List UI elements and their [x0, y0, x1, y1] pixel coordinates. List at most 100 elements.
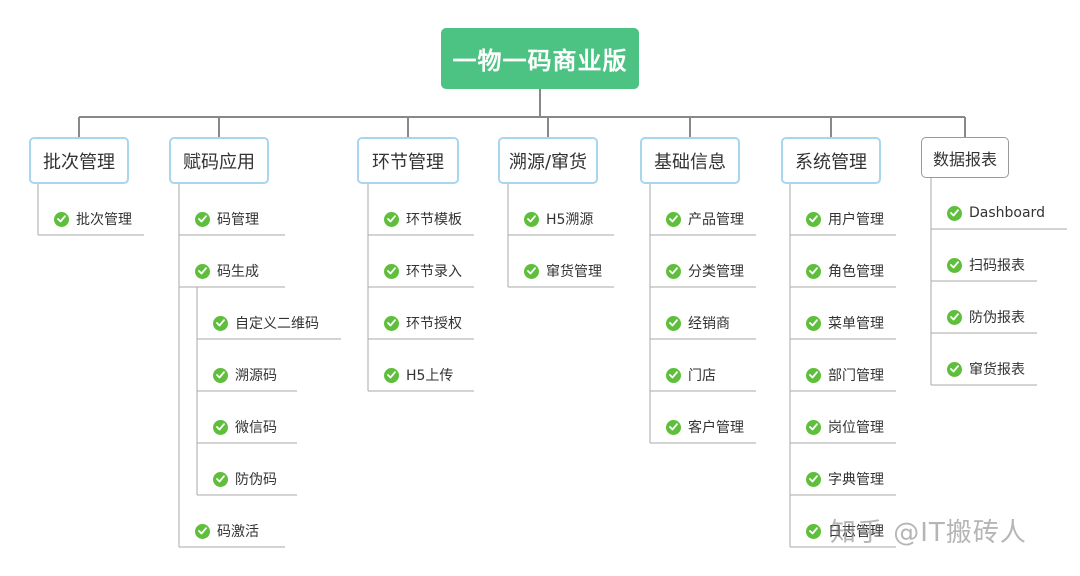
leaf-node: 溯源码	[213, 365, 277, 385]
leaf-label: 扫码报表	[969, 258, 1025, 274]
leaf-node: 窜货管理	[524, 261, 602, 281]
check-icon	[806, 211, 821, 227]
leaf-node: 码管理	[195, 209, 259, 229]
leaf-node: 岗位管理	[806, 417, 884, 437]
leaf-node: 码激活	[195, 521, 259, 541]
leaf-label: 码生成	[217, 264, 259, 280]
category-node: 基础信息	[640, 137, 740, 184]
leaf-label: 微信码	[235, 420, 277, 436]
check-icon	[384, 315, 399, 331]
check-icon	[947, 257, 962, 273]
leaf-label: 角色管理	[828, 264, 884, 280]
leaf-label: 岗位管理	[828, 420, 884, 436]
check-icon	[947, 205, 962, 221]
check-icon	[806, 471, 821, 487]
leaf-label: 客户管理	[688, 420, 744, 436]
leaf-label: 环节授权	[406, 316, 462, 332]
check-icon	[947, 309, 962, 325]
check-icon	[666, 211, 681, 227]
check-icon	[195, 523, 210, 539]
watermark: 知乎 @IT搬砖人	[830, 518, 1027, 548]
leaf-label: 码管理	[217, 212, 259, 228]
root-node: 一物一码商业版	[441, 28, 639, 89]
leaf-label: 菜单管理	[828, 316, 884, 332]
check-icon	[524, 263, 539, 279]
leaf-label: 防伪报表	[969, 310, 1025, 326]
category-node: 系统管理	[781, 137, 881, 184]
leaf-node: 字典管理	[806, 469, 884, 489]
leaf-node: 防伪报表	[947, 307, 1025, 327]
check-icon	[195, 263, 210, 279]
check-icon	[213, 419, 228, 435]
leaf-node: 窜货报表	[947, 359, 1025, 379]
category-node: 数据报表	[921, 137, 1009, 178]
leaf-label: 窜货报表	[969, 362, 1025, 378]
leaf-node: Dashboard	[947, 203, 1045, 223]
leaf-label: 批次管理	[76, 212, 132, 228]
check-icon	[54, 211, 69, 227]
leaf-node: 码生成	[195, 261, 259, 281]
leaf-label: 经销商	[688, 316, 730, 332]
leaf-node: H5溯源	[524, 209, 593, 229]
leaf-node: 分类管理	[666, 261, 744, 281]
check-icon	[806, 419, 821, 435]
leaf-label: Dashboard	[969, 205, 1045, 221]
leaf-label: 部门管理	[828, 368, 884, 384]
leaf-node: 产品管理	[666, 209, 744, 229]
leaf-label: 溯源码	[235, 368, 277, 384]
category-node: 溯源/窜货	[498, 137, 598, 184]
leaf-label: 用户管理	[828, 212, 884, 228]
check-icon	[213, 471, 228, 487]
leaf-node: 日志管理	[806, 521, 884, 541]
leaf-node: 自定义二维码	[213, 313, 319, 333]
check-icon	[213, 367, 228, 383]
check-icon	[666, 315, 681, 331]
leaf-node: 环节授权	[384, 313, 462, 333]
leaf-label: 日志管理	[828, 524, 884, 540]
leaf-label: 分类管理	[688, 264, 744, 280]
leaf-node: 经销商	[666, 313, 730, 333]
leaf-label: H5溯源	[546, 212, 594, 228]
leaf-node: 门店	[666, 365, 716, 385]
leaf-label: 环节录入	[406, 264, 462, 280]
check-icon	[524, 211, 539, 227]
category-node: 环节管理	[357, 137, 459, 184]
leaf-node: 用户管理	[806, 209, 884, 229]
leaf-node: 环节录入	[384, 261, 462, 281]
check-icon	[384, 367, 399, 383]
leaf-node: 菜单管理	[806, 313, 884, 333]
leaf-node: 微信码	[213, 417, 277, 437]
check-icon	[666, 263, 681, 279]
leaf-node: 防伪码	[213, 469, 277, 489]
leaf-node: 客户管理	[666, 417, 744, 437]
check-icon	[384, 263, 399, 279]
leaf-label: 防伪码	[235, 472, 277, 488]
leaf-label: 自定义二维码	[235, 316, 319, 332]
leaf-node: 扫码报表	[947, 255, 1025, 275]
check-icon	[806, 367, 821, 383]
leaf-node: 批次管理	[54, 209, 132, 229]
check-icon	[666, 367, 681, 383]
check-icon	[384, 211, 399, 227]
leaf-node: 环节模板	[384, 209, 462, 229]
check-icon	[806, 523, 821, 539]
check-icon	[666, 419, 681, 435]
leaf-node: 部门管理	[806, 365, 884, 385]
leaf-label: 产品管理	[688, 212, 744, 228]
check-icon	[195, 211, 210, 227]
leaf-label: 环节模板	[406, 212, 462, 228]
leaf-label: 字典管理	[828, 472, 884, 488]
check-icon	[947, 361, 962, 377]
leaf-label: 码激活	[217, 524, 259, 540]
check-icon	[806, 263, 821, 279]
leaf-node: 角色管理	[806, 261, 884, 281]
category-node: 批次管理	[29, 137, 129, 184]
leaf-label: 窜货管理	[546, 264, 602, 280]
leaf-node: H5上传	[384, 365, 453, 385]
check-icon	[213, 315, 228, 331]
leaf-label: 门店	[688, 368, 716, 384]
check-icon	[806, 315, 821, 331]
category-node: 赋码应用	[169, 137, 269, 184]
leaf-label: H5上传	[406, 368, 454, 384]
